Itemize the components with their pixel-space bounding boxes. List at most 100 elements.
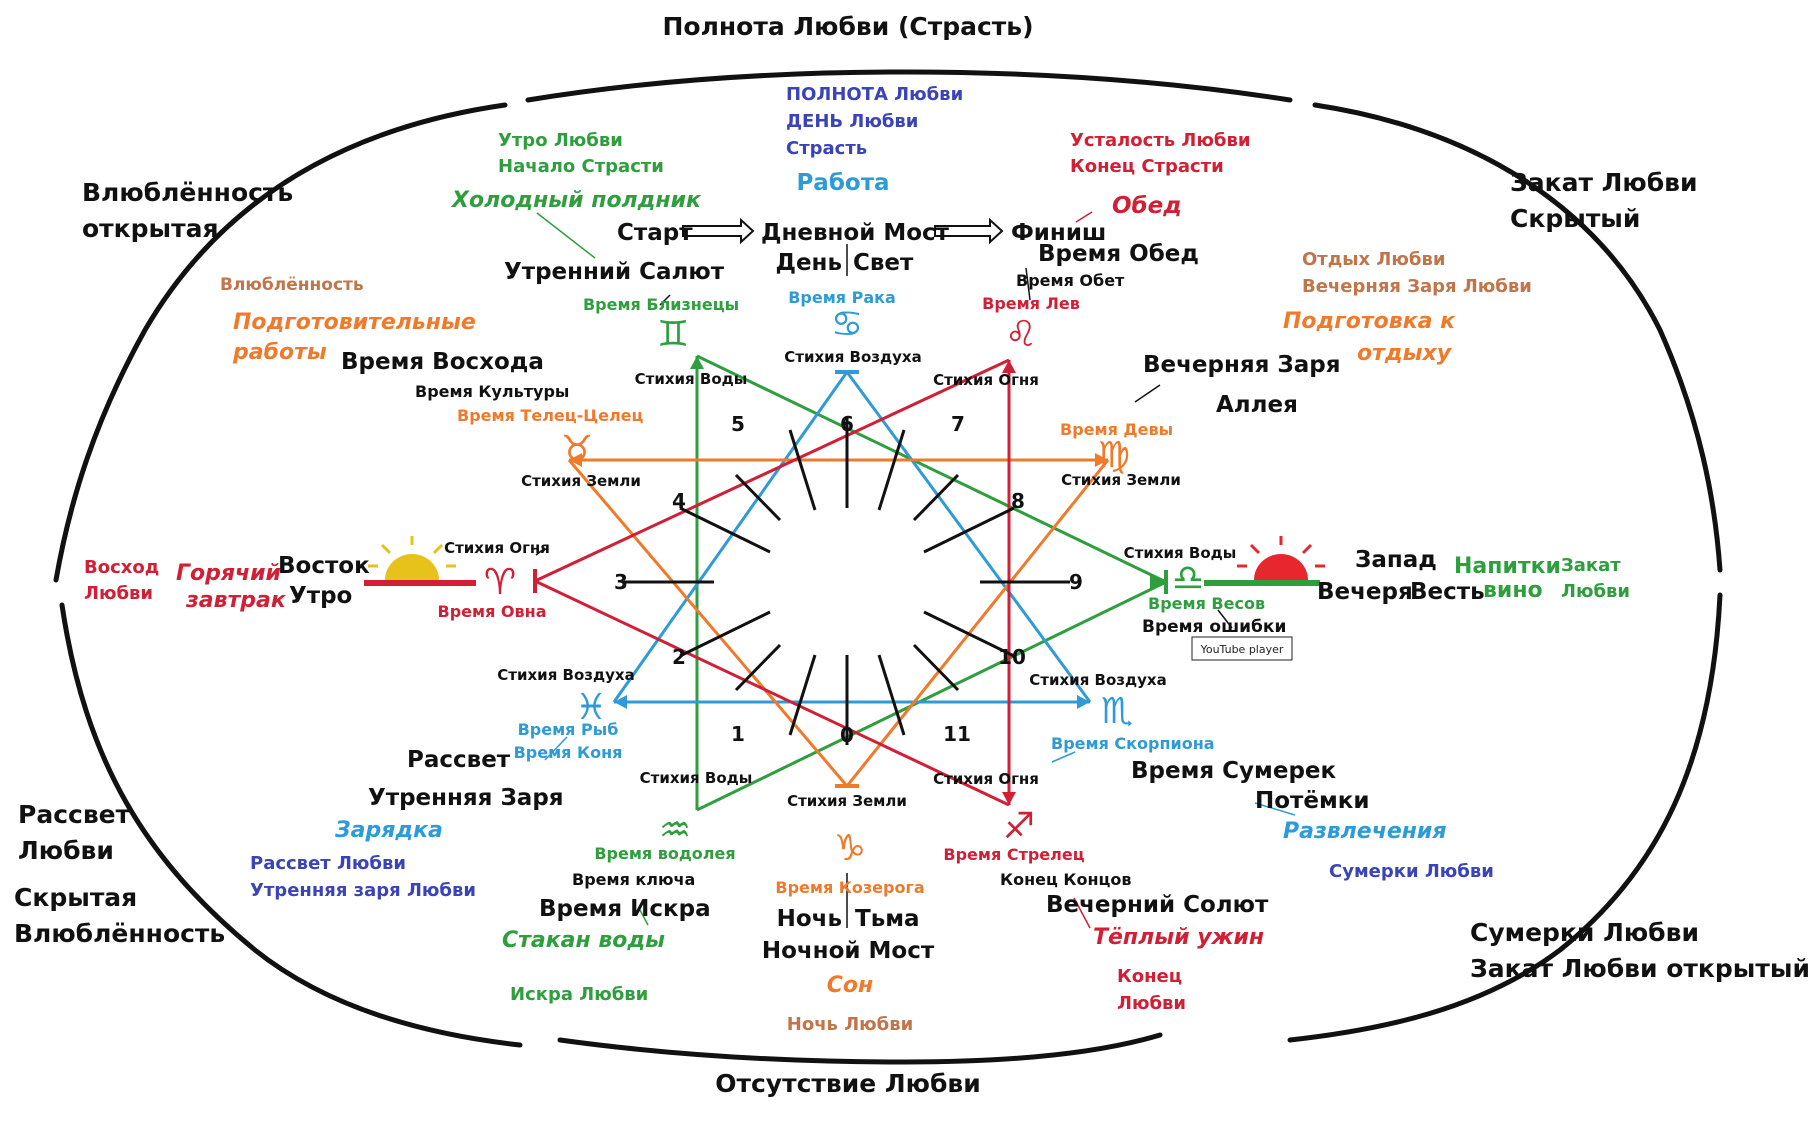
zodiac-glyphs: ♈ ♉ ♊ ♋ ♌ ♍ ♎ ♏ ♐ ♑ ♒ ♓ <box>484 304 1204 869</box>
top-section: ПОЛНОТА Любви ДЕНЬ Любви Страсть Работа … <box>450 84 1250 314</box>
virgo-icon: ♍ <box>1098 435 1130 476</box>
label-zapad: Запад <box>1355 547 1437 573</box>
hour-0: 0 <box>840 723 854 747</box>
label-vremya-iskra: Время Искра <box>539 896 711 922</box>
element-vody-top: Стихия Воды <box>635 370 748 388</box>
hour-8: 8 <box>1011 489 1025 513</box>
label-vechernyaya-zarya-lyubvi: Вечерняя Заря Любви <box>1302 276 1532 297</box>
label-noch-lyubvi: Ночь Любви <box>787 1014 913 1035</box>
label-utrenniy-salut: Утренний Салют <box>504 259 725 285</box>
label-sumerki-2: Закат Любви открытый <box>1470 954 1810 983</box>
label-rassvet: Рассвет <box>407 747 511 773</box>
hour-3: 3 <box>614 570 628 594</box>
label-utrennyaya-zarya-lyubvi: Утренняя заря Любви <box>250 880 476 901</box>
side-labels: Восход Любви Закат Любви <box>84 555 1630 604</box>
label-vremya-klyucha: Время ключа <box>572 870 695 889</box>
label-razvlecheniya: Развлечения <box>1283 819 1446 844</box>
element-zemli-left: Стихия Земли <box>521 472 641 490</box>
connector-lines <box>535 211 1296 929</box>
youtube-player-tooltip: YouTube player <box>1191 636 1293 661</box>
label-obed: Обед <box>1112 193 1182 219</box>
label-vlyublennost-otkrytaya-2: открытая <box>82 214 219 243</box>
label-vremya-strelets: Время Стрелец <box>943 845 1084 864</box>
label-zakat-1: Закат <box>1561 555 1621 576</box>
hour-numbers: 0 1 2 3 4 5 6 7 8 9 10 11 <box>614 412 1083 747</box>
label-vlyublennost: Влюблённость <box>220 275 364 295</box>
label-sumerki-1: Сумерки Любви <box>1470 918 1699 947</box>
outer-oval <box>53 69 1723 1065</box>
label-holodny-poldnik: Холодный полдник <box>450 188 702 213</box>
label-vremya-devy: Время Девы <box>1060 420 1173 439</box>
label-zakat-2: Любви <box>1561 581 1630 602</box>
label-son: Сон <box>827 973 873 998</box>
label-voshod-2: Любви <box>84 583 153 604</box>
label-podgot-2: работы <box>232 340 327 365</box>
label-vremya-kultury: Время Культуры <box>415 382 569 401</box>
label-podgot-1: Подготовительные <box>233 310 476 335</box>
bottom-section: Время водолея Время ключа Время Искра Ст… <box>502 844 1269 1035</box>
hour-5: 5 <box>731 412 745 436</box>
label-alleya: Аллея <box>1216 392 1298 418</box>
label-rassvet-2: Любви <box>18 836 114 865</box>
label-start: Старт <box>617 220 693 246</box>
label-vremya-vodoleya: Время водолея <box>594 844 735 863</box>
label-vremya-raka: Время Рака <box>788 288 896 307</box>
endpoint-caps <box>533 356 1168 805</box>
label-podgotovka-1: Подготовка к <box>1283 309 1456 334</box>
label-vremya-sumerek: Время Сумерек <box>1131 758 1337 784</box>
label-nochnoy-most: Ночной Мост <box>762 938 935 964</box>
element-vozduha-left: Стихия Воздуха <box>497 666 634 684</box>
label-vest: Весть <box>1410 579 1485 605</box>
hour-1: 1 <box>731 722 745 746</box>
left-section: Влюблённость Подготовительные работы Вре… <box>176 275 644 901</box>
label-podgotovka-2: отдыху <box>1357 341 1453 366</box>
element-ognya-top: Стихия Огня <box>933 371 1039 389</box>
libra-icon: ♎ <box>1172 558 1204 599</box>
pisces-icon: ♓ <box>575 687 607 728</box>
sunset-icon <box>1204 536 1325 586</box>
label-vremya-obet: Время Обет <box>1016 271 1125 290</box>
orange-chords <box>567 458 1110 787</box>
label-zakat-skryty-1: Закат Любви <box>1510 168 1698 197</box>
blue-chords <box>612 371 1092 704</box>
day-bridge-arrows <box>682 217 1004 928</box>
label-voshod-1: Восход <box>84 557 159 578</box>
hour-10: 10 <box>998 645 1026 669</box>
label-konets-strasti: Конец Страсти <box>1070 156 1224 177</box>
hour-11: 11 <box>943 722 971 746</box>
label-teply-uzhin: Тёплый ужин <box>1093 925 1264 950</box>
label-iskra-lyubvi: Искра Любви <box>510 984 648 1005</box>
sagittarius-icon: ♐ <box>1003 806 1035 847</box>
element-vozduha-top: Стихия Воздуха <box>784 348 921 366</box>
label-vremya-konya: Время Коня <box>514 743 623 762</box>
hour-6: 6 <box>840 412 854 436</box>
element-labels: Стихия Воздуха Стихия Воды Стихия Огня С… <box>444 348 1236 810</box>
label-zakat-skryty-2: Скрытый <box>1510 204 1640 233</box>
label-konets-kontsov: Конец Концов <box>1000 870 1132 889</box>
label-vremya-voshoda: Время Восхода <box>341 349 544 375</box>
label-polnota-lyubvi: Полнота Любви (Страсть) <box>662 12 1033 41</box>
label-den: День <box>775 250 842 276</box>
label-otsutstvie-lyubvi: Отсутствие Любви <box>715 1069 981 1098</box>
element-zemli-right: Стихия Земли <box>1061 471 1181 489</box>
label-napitki: Напитки <box>1454 554 1561 579</box>
hour-2: 2 <box>672 645 686 669</box>
cancer-icon: ♋ <box>831 304 863 345</box>
label-vremya-obed: Время Обед <box>1038 241 1199 267</box>
label-vlyublennost-otkrytaya-1: Влюблённость <box>82 178 293 207</box>
hour-ticks <box>624 418 1070 745</box>
element-ognya-bottom: Стихия Огня <box>933 770 1039 788</box>
label-vremya-vesov: Время Весов <box>1148 594 1265 613</box>
label-stakan-vody: Стакан воды <box>502 928 665 953</box>
label-vino: вино <box>1483 578 1543 603</box>
hour-4: 4 <box>672 489 686 513</box>
element-zemli-bottom: Стихия Земли <box>787 792 907 810</box>
leo-icon: ♌ <box>1005 314 1037 355</box>
element-vody-bottom: Стихия Воды <box>640 769 753 787</box>
label-vremya-bliznetsy: Время Близнецы <box>583 295 739 314</box>
label-utro: Утро <box>289 583 352 609</box>
label-vecherniy-solut: Вечерний Солют <box>1046 892 1269 918</box>
label-vremya-ovna: Время Овна <box>438 602 547 621</box>
hour-9: 9 <box>1069 570 1083 594</box>
label-vremya-ryb: Время Рыб <box>518 720 619 739</box>
